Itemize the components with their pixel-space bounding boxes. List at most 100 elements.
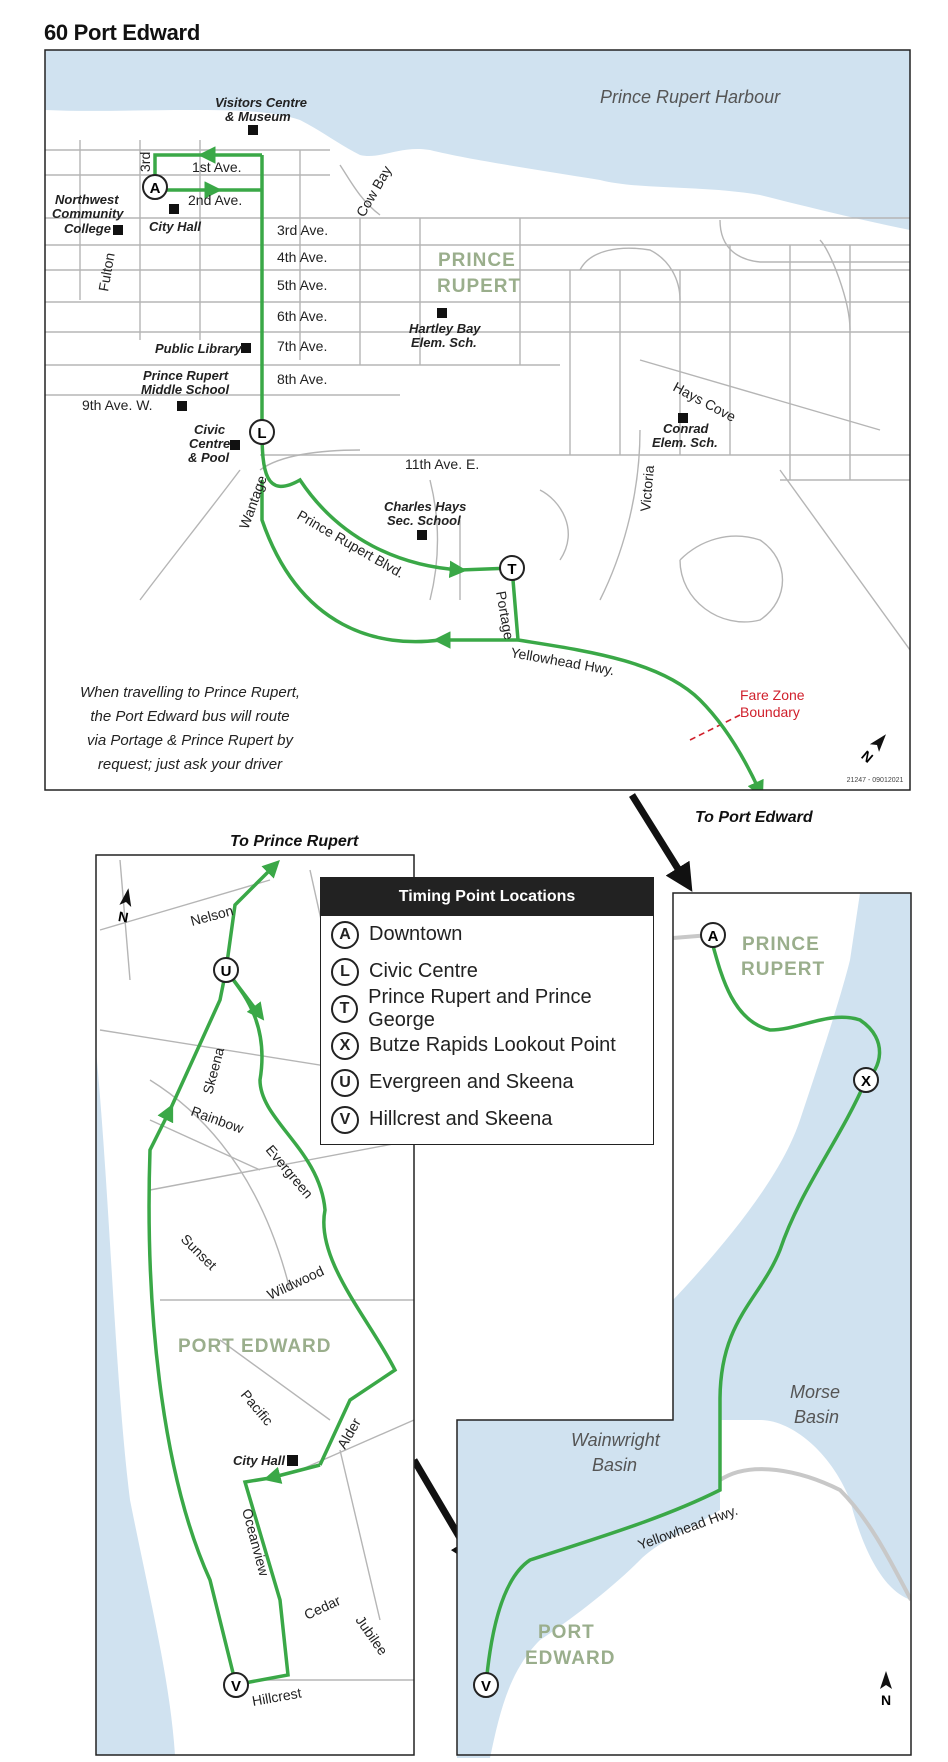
top-map: Fare Zone Boundary A xyxy=(45,50,910,790)
street-5th-ave: 5th Ave. xyxy=(277,277,327,293)
street-4th-ave: 4th Ave. xyxy=(277,249,327,265)
map-code: 21247 - 09012021 xyxy=(847,777,904,784)
svg-text:When travelling to Prince Rupe: When travelling to Prince Rupert, xyxy=(80,684,300,701)
svg-text:the Port Edward bus will route: the Port Edward bus will route xyxy=(90,708,289,725)
timing-point-V-left: V xyxy=(223,1672,249,1698)
timing-point-T: T xyxy=(499,555,525,581)
charles-hays-label-1: Charles Hays xyxy=(384,499,466,514)
timing-point-badge: T xyxy=(331,994,359,1023)
top-map-frame xyxy=(44,49,911,791)
legend-item: A Downtown xyxy=(321,916,653,953)
timing-point-badge: X xyxy=(331,1031,359,1060)
morse-basin-label-2: Basin xyxy=(794,1407,839,1427)
timing-point-name: Civic Centre xyxy=(369,960,478,982)
street-2nd-ave: 2nd Ave. xyxy=(188,192,242,208)
street-1st-ave: 1st Ave. xyxy=(192,159,242,175)
civic-centre-label-1: Civic xyxy=(194,422,226,437)
timing-point-name: Butze Rapids Lookout Point xyxy=(369,1034,616,1056)
prince-rupert-label-2: RUPERT xyxy=(437,276,521,297)
port-edward-area-label: PORT EDWARD xyxy=(178,1336,332,1357)
harbour-water xyxy=(45,50,910,230)
timing-point-name: Prince Rupert and Prince George xyxy=(368,985,592,1031)
civic-centre-label-2: Centre xyxy=(189,436,230,451)
legend-heading: Timing Point Locations xyxy=(321,878,653,916)
timing-point-U: U xyxy=(213,957,239,983)
north-arrow-left: N xyxy=(117,888,132,926)
north-arrow-right: N xyxy=(880,1671,892,1708)
svg-text:N: N xyxy=(117,908,130,926)
timing-point-L: L xyxy=(249,419,275,445)
nw-college-label-2: Community xyxy=(52,206,124,221)
left-street-grid xyxy=(99,859,414,1681)
charles-hays-label-2: Sec. School xyxy=(387,513,461,528)
right-port-label-2: EDWARD xyxy=(525,1648,615,1669)
city-hall-marker-left xyxy=(287,1455,298,1466)
right-prince-label-1: PRINCE xyxy=(742,934,820,955)
middle-school-label-2: Middle School xyxy=(141,382,230,397)
yellowhead-gray xyxy=(718,1467,911,1601)
connector-arrow-top xyxy=(629,793,693,892)
timing-point-A-right: A xyxy=(700,922,726,948)
hartley-label-2: Elem. Sch. xyxy=(411,335,477,350)
nw-college-label-1: Northwest xyxy=(55,192,119,207)
svg-text:X: X xyxy=(861,1073,871,1090)
svg-text:V: V xyxy=(231,1678,241,1695)
right-prince-label-2: RUPERT xyxy=(741,959,825,980)
wainwright-basin-label-2: Basin xyxy=(592,1455,637,1475)
left-map-water xyxy=(96,1050,175,1755)
visitors-centre-label: Visitors Centre xyxy=(215,95,307,110)
routing-note: When travelling to Prince Rupert, the Po… xyxy=(80,684,300,773)
timing-point-name: Evergreen and Skeena xyxy=(369,1071,574,1093)
hartley-label-1: Hartley Bay xyxy=(409,321,481,336)
nw-college-label-3: College xyxy=(64,221,111,236)
harbour-label: Prince Rupert Harbour xyxy=(600,87,781,107)
timing-point-badge: V xyxy=(331,1105,359,1134)
street-grid xyxy=(45,140,910,651)
fare-zone-label-2: Boundary xyxy=(740,704,800,720)
legend-item: U Evergreen and Skeena xyxy=(321,1064,653,1101)
svg-text:L: L xyxy=(257,425,266,442)
svg-text:A: A xyxy=(708,928,719,945)
svg-text:via Portage & Prince Rupert by: via Portage & Prince Rupert by xyxy=(87,732,294,749)
street-6th-ave: 6th Ave. xyxy=(277,308,327,324)
timing-point-X: X xyxy=(853,1067,879,1093)
timing-point-name: Hillcrest and Skeena xyxy=(369,1108,553,1130)
landmark-markers xyxy=(113,125,688,540)
street-fulton: Fulton xyxy=(95,251,118,292)
conrad-label-1: Conrad xyxy=(663,421,710,436)
street-3rd-ave: 3rd Ave. xyxy=(277,222,328,238)
legend-item: V Hillcrest and Skeena xyxy=(321,1101,653,1138)
street-victoria: Victoria xyxy=(637,464,657,512)
street-7th-ave: 7th Ave. xyxy=(277,338,327,354)
timing-point-badge: A xyxy=(331,920,359,949)
svg-text:request; just ask your driver: request; just ask your driver xyxy=(98,756,283,773)
legend-item: X Butze Rapids Lookout Point xyxy=(321,1027,653,1064)
city-hall-label-left: City Hall xyxy=(233,1453,285,1468)
svg-text:A: A xyxy=(150,180,161,197)
civic-centre-label-3: & Pool xyxy=(188,450,230,465)
timing-point-name: Downtown xyxy=(369,923,463,945)
legend-item: T Prince Rupert and Prince George xyxy=(321,986,653,1031)
route-line-left xyxy=(147,860,398,1687)
street-9th-ave: 9th Ave. W. xyxy=(82,397,153,413)
timing-point-A-top: A xyxy=(142,174,168,200)
right-map-water xyxy=(457,893,911,1758)
visitors-centre-label-2: & Museum xyxy=(225,109,291,124)
morse-basin-label-1: Morse xyxy=(790,1382,840,1402)
left-map-frame xyxy=(95,854,415,1756)
street-8th-ave: 8th Ave. xyxy=(277,371,327,387)
prince-rupert-label-1: PRINCE xyxy=(438,250,516,271)
timing-point-badge: U xyxy=(331,1068,359,1097)
right-port-label-1: PORT xyxy=(538,1622,595,1643)
to-port-edward-label: To Port Edward xyxy=(695,809,814,826)
svg-text:U: U xyxy=(221,963,232,980)
svg-text:V: V xyxy=(481,1678,491,1695)
route-line-right xyxy=(484,934,882,1686)
conrad-label-2: Elem. Sch. xyxy=(652,435,718,450)
right-map-frame xyxy=(456,892,912,1756)
street-11th-ave: 11th Ave. E. xyxy=(405,456,479,472)
page-title: 60 Port Edward xyxy=(44,20,200,45)
to-prince-rupert-label: To Prince Rupert xyxy=(230,833,359,850)
